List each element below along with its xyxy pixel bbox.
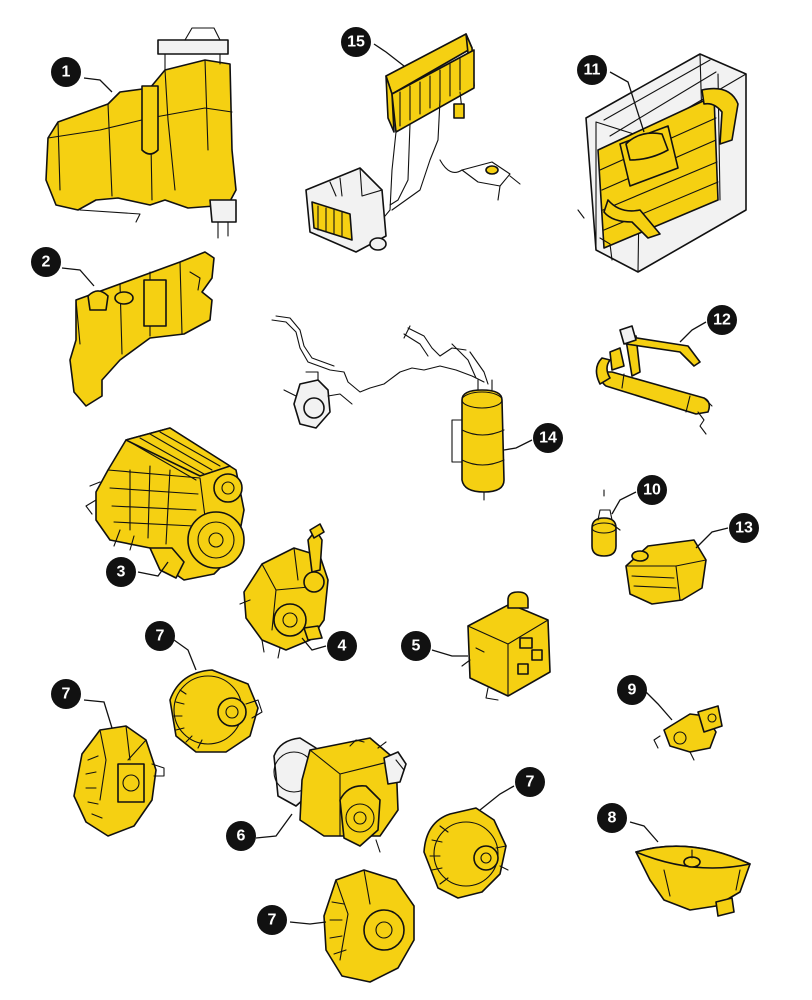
leader-7d: [289, 921, 327, 925]
callout-3: 3: [106, 557, 136, 587]
part-6-transmission[interactable]: [273, 737, 407, 853]
leader-9: [645, 691, 673, 721]
leader-10: [611, 491, 637, 515]
svg-text:4: 4: [338, 638, 347, 655]
part-7-pump-right[interactable]: [423, 807, 509, 899]
svg-text:9: 9: [628, 682, 637, 699]
callout-5: 5: [401, 631, 431, 661]
part-11-radiator[interactable]: [577, 53, 747, 273]
svg-text:14: 14: [539, 430, 557, 447]
svg-text:7: 7: [156, 628, 165, 645]
leader-11: [609, 71, 645, 133]
leader-8: [629, 821, 659, 843]
callout-13: 13: [729, 513, 759, 543]
svg-text:7: 7: [526, 774, 535, 791]
leader-1: [83, 77, 113, 93]
svg-text:12: 12: [713, 312, 731, 329]
svg-text:13: 13: [735, 520, 753, 537]
callout-7d: 7: [257, 905, 287, 935]
callout-8: 8: [597, 803, 627, 833]
part-1-fuel-tank[interactable]: [45, 27, 237, 239]
part-2-tank[interactable]: [69, 251, 215, 407]
callout-4: 4: [327, 631, 357, 661]
part-5-hydraulic-block[interactable]: [461, 591, 551, 701]
leader-3: [137, 561, 169, 577]
svg-text:8: 8: [608, 810, 617, 827]
part-7-pump-bottom[interactable]: [323, 869, 415, 983]
leader-13: [695, 527, 729, 549]
svg-text:15: 15: [347, 34, 365, 51]
part-3-engine[interactable]: [85, 427, 245, 581]
part-13-expansion-tank[interactable]: [625, 539, 707, 605]
leader-7c: [479, 785, 515, 811]
leader-7b: [173, 639, 197, 671]
callout-7c: 7: [515, 767, 545, 797]
part-9-valve[interactable]: [653, 705, 723, 761]
svg-text:2: 2: [42, 254, 51, 271]
leader-5: [431, 649, 468, 657]
svg-text:3: 3: [117, 564, 126, 581]
callout-2: 2: [31, 247, 61, 277]
part-4-transfer-gearbox[interactable]: [239, 523, 329, 659]
svg-text:7: 7: [268, 912, 277, 929]
svg-text:7: 7: [62, 686, 71, 703]
leader-2: [61, 267, 95, 287]
callout-7a: 7: [51, 679, 81, 709]
part-7-pump-mid[interactable]: [169, 669, 263, 753]
callout-6: 6: [226, 821, 256, 851]
part-10-reservoir[interactable]: [591, 489, 621, 557]
callout-10: 10: [637, 475, 667, 505]
part-8-cover[interactable]: [635, 845, 751, 917]
leader-15: [373, 43, 405, 67]
leader-4: [301, 637, 327, 651]
callout-9: 9: [617, 675, 647, 705]
part-7-pump-left[interactable]: [73, 725, 165, 837]
leader-12: [679, 321, 707, 343]
leader-7a: [83, 699, 113, 729]
part-15-air-conditioning[interactable]: [305, 33, 521, 253]
svg-text:5: 5: [412, 638, 421, 655]
svg-text:6: 6: [237, 828, 246, 845]
callout-1: 1: [51, 57, 81, 87]
callout-14: 14: [533, 423, 563, 453]
callout-7b: 7: [145, 621, 175, 651]
svg-text:11: 11: [584, 62, 601, 79]
leader-14: [503, 439, 533, 451]
callout-12: 12: [707, 305, 737, 335]
part-12-grease-gun[interactable]: [595, 325, 713, 435]
leader-6: [255, 813, 293, 839]
svg-text:1: 1: [62, 64, 71, 81]
callout-15: 15: [341, 27, 371, 57]
svg-text:10: 10: [643, 482, 661, 499]
callout-11: 11: [577, 55, 607, 85]
part-14-air-tank[interactable]: [271, 315, 505, 501]
